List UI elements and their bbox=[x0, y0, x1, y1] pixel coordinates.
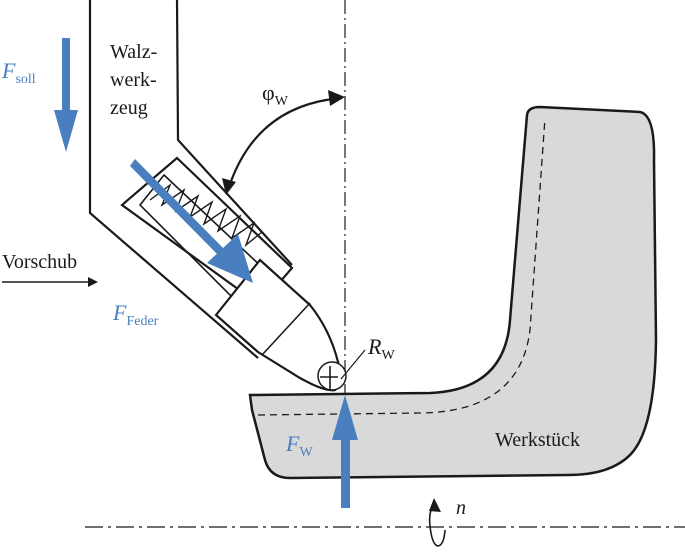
f-w-label: FW bbox=[285, 431, 313, 460]
rotation-symbol bbox=[428, 501, 446, 547]
angle-label: φW bbox=[262, 80, 289, 109]
workpiece-label: Werkstück bbox=[495, 429, 580, 451]
radius-label: RW bbox=[367, 334, 395, 363]
workpiece-body bbox=[248, 105, 658, 480]
f-feder-arrow-head bbox=[207, 234, 253, 283]
feed-label: Vorschub bbox=[2, 251, 77, 273]
workpiece-dashed-contour bbox=[257, 117, 546, 416]
roller-holder-divider bbox=[261, 302, 311, 356]
f-feder-label: FFeder bbox=[112, 300, 159, 329]
f-feder-arrow-shaft bbox=[130, 159, 230, 262]
angle-arc-head-top bbox=[328, 90, 345, 106]
tool-label-line3: zeug bbox=[110, 97, 148, 119]
angle-arc-head-bottom bbox=[222, 178, 236, 195]
f-soll-arrow-head bbox=[54, 110, 78, 152]
roller-ball bbox=[317, 361, 347, 391]
f-w-arrow-shaft bbox=[341, 430, 350, 508]
f-soll-arrow-shaft bbox=[62, 38, 70, 118]
f-soll-label: Fsoll bbox=[1, 58, 36, 87]
angle-arc bbox=[226, 96, 343, 191]
radius-leader-line bbox=[340, 349, 366, 380]
rotation-symbol-head bbox=[429, 498, 441, 512]
rotation-label: n bbox=[456, 497, 466, 519]
f-w-arrow-head bbox=[332, 395, 358, 440]
tool-label-line2: werk- bbox=[110, 69, 157, 91]
tool-label-line1: Walz- bbox=[110, 41, 157, 63]
